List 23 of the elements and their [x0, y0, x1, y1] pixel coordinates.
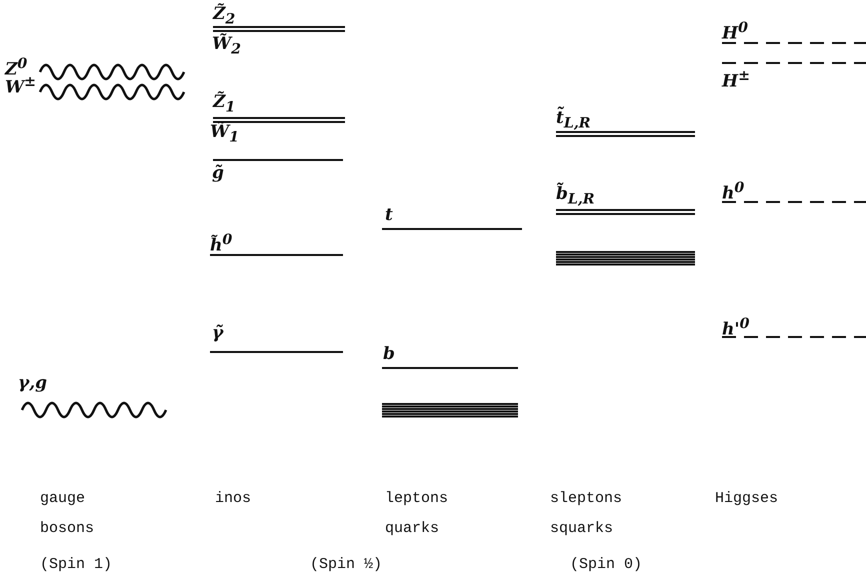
column-heading: gauge bosons	[40, 489, 96, 539]
particle-symbol: h'$^{0}$	[722, 315, 750, 340]
particle-symbol: h$^{0}$	[722, 179, 744, 204]
particle-symbol: γ,g	[18, 373, 48, 393]
particle-symbol: b̃$_{L,R}$	[556, 184, 595, 210]
particle-symbol: h̃$^{0}$	[210, 231, 232, 256]
spin-label: (Spin 0)	[570, 555, 642, 575]
particle-symbol: b	[383, 344, 395, 364]
column-heading: sleptons squarks	[550, 489, 624, 539]
particle-symbol: g̃	[212, 163, 224, 183]
particle-symbol: H$^{±}$	[722, 67, 750, 92]
column-heading: leptons quarks	[385, 489, 450, 539]
spin-label: (Spin 1)	[40, 555, 112, 575]
particle-symbol: W̃$_{2}$	[212, 34, 241, 60]
particle-symbol: H$^{0}$	[722, 19, 748, 44]
column-heading: Higgses	[715, 489, 778, 509]
particle-symbol: t̃$_{L,R}$	[556, 108, 591, 134]
spin-label: (Spin ½)	[310, 555, 382, 575]
particle-symbol: γ̃	[212, 323, 224, 343]
particle-symbol: t	[385, 205, 393, 225]
particle-symbol: Z̃$_{1}$	[213, 92, 236, 118]
column-heading: inos	[215, 489, 252, 509]
particle-symbol: Z̃$_{2}$	[213, 4, 236, 30]
